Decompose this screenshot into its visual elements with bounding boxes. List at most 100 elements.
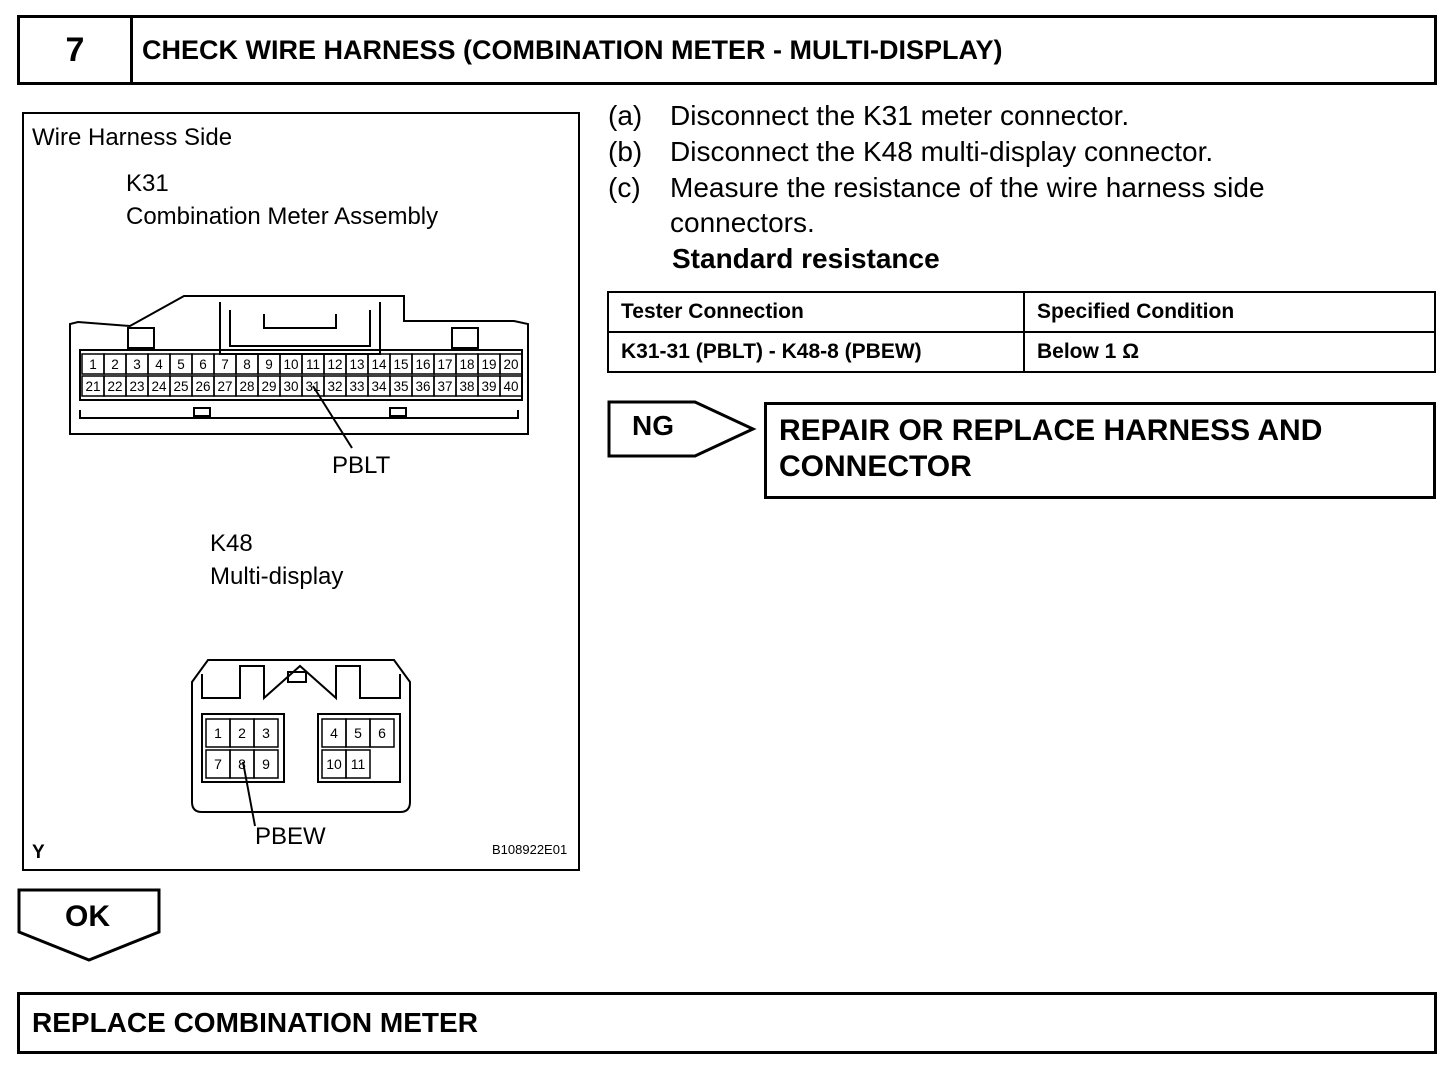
k31-pin-number: 6 (199, 357, 207, 372)
k31-housing (69, 295, 529, 435)
k48-pin-number: 1 (214, 725, 222, 741)
step-a-letter: (a) (608, 100, 643, 131)
k31-pin-number: 13 (349, 357, 364, 372)
k48-pin-number: 8 (238, 756, 246, 772)
k48-pin-number: 5 (354, 725, 362, 741)
k31-pin-number: 8 (243, 357, 251, 372)
k31-pin-number: 16 (415, 357, 430, 372)
step-number: 7 (20, 18, 133, 82)
wire-harness-side-label: Wire Harness Side (32, 124, 233, 151)
k48-pin-number: 7 (214, 756, 222, 772)
step-title: CHECK WIRE HARNESS (COMBINATION METER - … (142, 34, 1003, 65)
k31-pin-number: 23 (129, 379, 144, 394)
k31-pin-number: 33 (349, 379, 364, 394)
k31-pin-number: 9 (265, 357, 273, 372)
step-c-letter: (c) (608, 172, 641, 203)
k31-pin-number: 34 (371, 379, 387, 394)
k31-pin-number: 7 (221, 357, 229, 372)
k31-pin-number: 25 (173, 379, 188, 394)
k31-pin-number: 35 (393, 379, 408, 394)
k48-id: K48 (210, 530, 253, 557)
k48-left-frame (201, 713, 285, 783)
k31-pin-frame (79, 349, 523, 401)
k31-pin-number: 24 (151, 379, 167, 394)
ok-arrow-icon (17, 888, 161, 962)
standard-resistance-heading: Standard resistance (672, 243, 940, 274)
k48-pin-number: 4 (330, 725, 338, 741)
k48-pin-number: 11 (351, 756, 366, 772)
k48-pin-cell (345, 749, 371, 779)
k31-pin-number: 5 (177, 357, 185, 372)
k31-pin-number: 12 (327, 357, 342, 372)
k31-pin-number: 27 (217, 379, 232, 394)
k31-pin-number: 21 (85, 379, 100, 394)
k31-pin-number: 18 (459, 357, 474, 372)
k31-pin-number: 39 (481, 379, 496, 394)
step-b-text: Disconnect the K48 multi-display connect… (670, 136, 1214, 167)
k31-name: Combination Meter Assembly (126, 203, 439, 230)
pblt-callout: PBLT (332, 452, 391, 479)
table-cell-connection: K31-31 (PBLT) - K48-8 (PBEW) (607, 331, 1025, 373)
k48-right-frame (317, 713, 401, 783)
spec-table: Tester Connection Specified Condition K3… (607, 291, 1436, 373)
final-action-box: REPLACE COMBINATION METER (17, 992, 1437, 1054)
corner-mark: Y (32, 842, 45, 863)
ng-arrow-icon (607, 400, 757, 458)
k31-pin-number: 19 (481, 357, 496, 372)
ok-label: OK (65, 900, 110, 933)
k31-pin-number: 36 (415, 379, 430, 394)
k31-pin-number: 40 (503, 379, 518, 394)
k31-pin-number: 20 (503, 357, 518, 372)
k31-pin-number: 32 (327, 379, 342, 394)
k31-pin-number: 22 (107, 379, 122, 394)
pbew-callout: PBEW (255, 823, 326, 850)
k31-pin-number: 2 (111, 357, 119, 372)
k31-pin-number: 30 (283, 379, 298, 394)
k31-pin-number: 38 (459, 379, 474, 394)
table-header-tester: Tester Connection (607, 291, 1025, 333)
k31-pin-number: 14 (371, 357, 387, 372)
k31-pin-number: 15 (393, 357, 408, 372)
k48-housing (191, 659, 411, 813)
connector-diagram: Wire Harness Side K31 Combination Meter … (22, 112, 580, 871)
step-b-letter: (b) (608, 136, 643, 167)
k48-name: Multi-display (210, 563, 344, 590)
k31-pin-number: 4 (155, 357, 163, 372)
k31-pin-number: 26 (195, 379, 210, 394)
step-c-text-cont: connectors. (670, 207, 815, 238)
k48-pin-cell (253, 718, 279, 748)
table-header-row: Tester Connection Specified Condition (607, 291, 1436, 333)
k48-pin-number: 3 (262, 725, 270, 741)
k31-pin-number: 11 (306, 357, 320, 372)
k48-pin-number: 9 (262, 756, 270, 772)
k48-pin-cell (253, 749, 279, 779)
k48-pin-cell (369, 718, 395, 748)
k31-pin-number: 28 (239, 379, 254, 394)
pbew-leader (242, 761, 256, 827)
k31-pin-cell (499, 375, 523, 397)
k48-pin-number: 6 (378, 725, 386, 741)
ng-action-line1: REPAIR OR REPLACE HARNESS AND (779, 414, 1323, 447)
table-cell-condition: Below 1 Ω (1023, 331, 1436, 373)
k31-pin-number: 3 (133, 357, 141, 372)
step-header: 7 CHECK WIRE HARNESS (COMBINATION METER … (17, 15, 1437, 85)
ng-action-line2: CONNECTOR (779, 450, 972, 483)
table-row: K31-31 (PBLT) - K48-8 (PBEW) Below 1 Ω (607, 331, 1436, 373)
figure-code: B108922E01 (492, 842, 568, 857)
step-c-text: Measure the resistance of the wire harne… (670, 172, 1265, 203)
ng-label: NG (632, 410, 674, 441)
k31-pin-number: 29 (261, 379, 276, 394)
k31-id: K31 (126, 170, 169, 197)
pblt-leader (312, 385, 353, 449)
k31-pin-number: 37 (437, 379, 452, 394)
table-header-condition: Specified Condition (1023, 291, 1436, 333)
k31-pin-number: 1 (89, 357, 97, 372)
k31-pin-number: 10 (283, 357, 298, 372)
k48-pin-number: 2 (238, 725, 246, 741)
step-a-text: Disconnect the K31 meter connector. (670, 100, 1130, 131)
k31-pin-cell (499, 353, 523, 375)
ng-action-box: REPAIR OR REPLACE HARNESS AND CONNECTOR (764, 402, 1436, 499)
